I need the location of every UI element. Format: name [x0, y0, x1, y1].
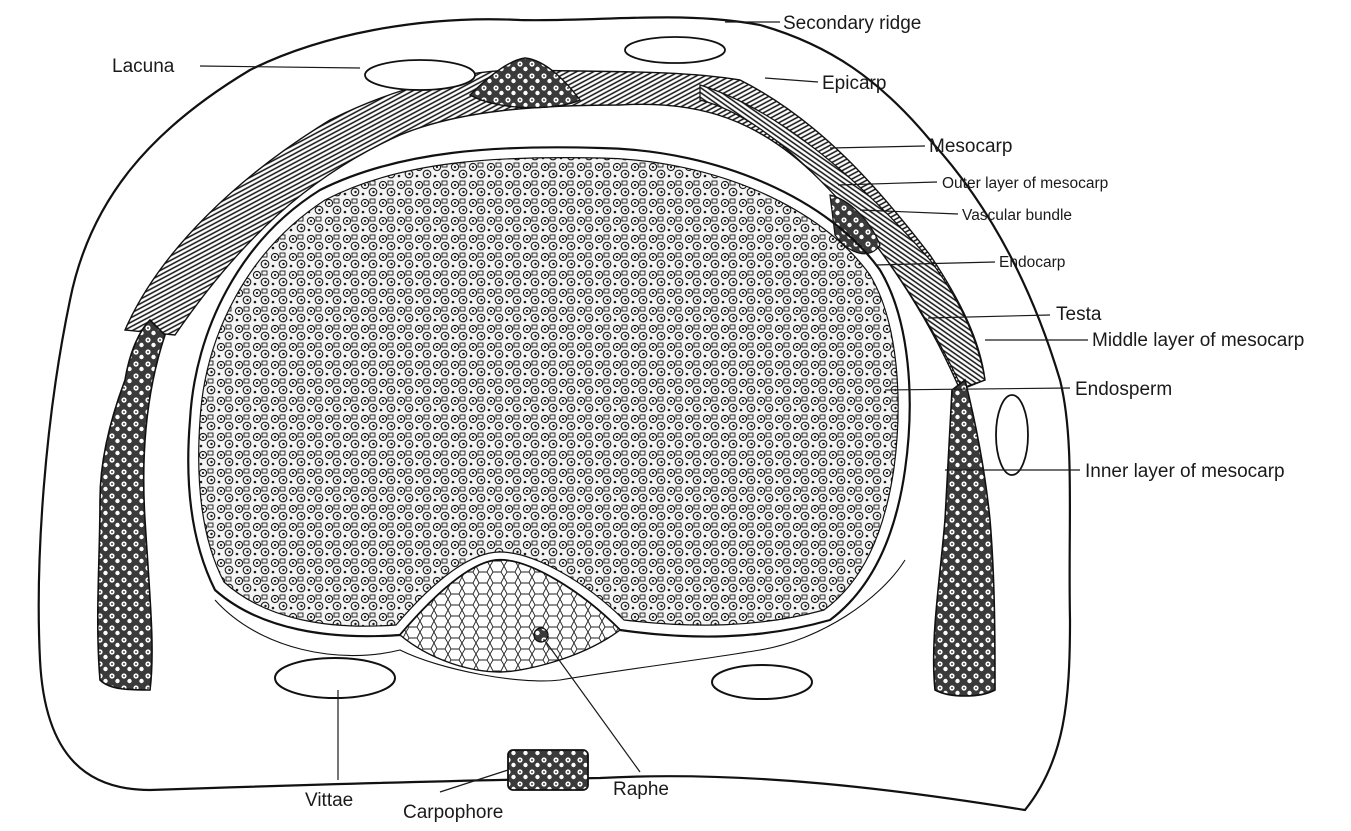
label-mesocarp: Mesocarp [929, 136, 1012, 157]
secondary-ridge-cavity [625, 37, 725, 63]
top-vascular-cluster [470, 58, 580, 108]
label-vittae: Vittae [305, 790, 353, 811]
leader-epicarp [765, 78, 818, 82]
label-vascular-bundle: Vascular bundle [962, 207, 1072, 224]
label-outer-layer-mesocarp: Outer layer of mesocarp [942, 175, 1108, 192]
label-secondary-ridge: Secondary ridge [783, 13, 921, 34]
leader-lacuna [200, 66, 360, 68]
vitta-right [712, 665, 812, 699]
leader-mesocarp [830, 146, 925, 148]
label-raphe: Raphe [613, 779, 669, 800]
label-inner-layer-mesocarp: Inner layer of mesocarp [1085, 461, 1285, 482]
raphe-dot [534, 628, 548, 642]
leader-endosperm [885, 388, 1070, 390]
lacuna-cavity [365, 60, 475, 90]
label-endocarp: Endocarp [999, 254, 1065, 271]
label-carpophore: Carpophore [403, 802, 503, 823]
endosperm-tissue [199, 158, 898, 627]
lateral-vitta [996, 395, 1028, 475]
label-epicarp: Epicarp [822, 73, 886, 94]
left-dense-strand [98, 320, 165, 690]
vitta-left [275, 658, 395, 698]
carpophore-block [508, 750, 588, 790]
label-lacuna: Lacuna [112, 56, 175, 77]
label-middle-layer-mesocarp: Middle layer of mesocarp [1092, 330, 1304, 351]
label-testa: Testa [1056, 304, 1102, 325]
label-endosperm: Endosperm [1075, 379, 1172, 400]
right-dense-strand [934, 380, 995, 696]
